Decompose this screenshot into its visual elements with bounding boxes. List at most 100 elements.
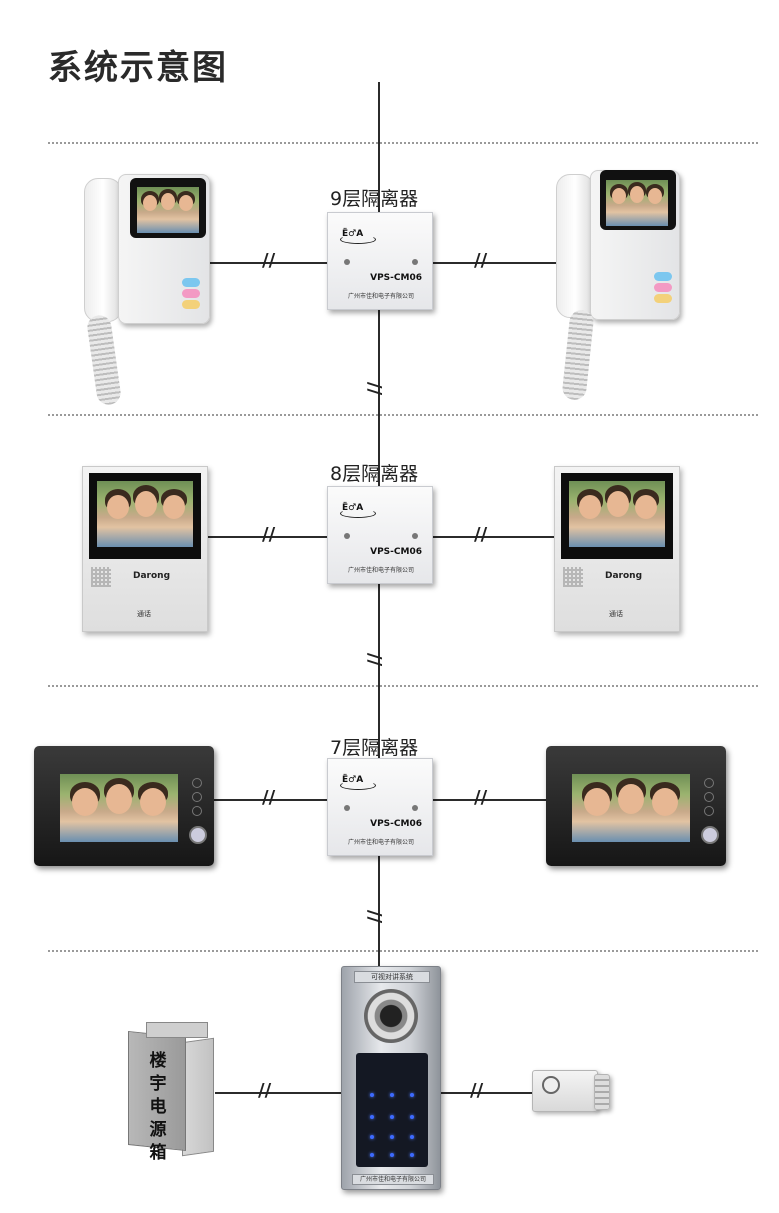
wire-7-left: [214, 799, 328, 801]
wire-9-left: [208, 262, 328, 264]
keypad-key: [370, 1093, 374, 1097]
screw-icon: [344, 805, 350, 811]
keypad-key: [370, 1153, 374, 1157]
monitor-button: [182, 289, 200, 298]
handset-icon: [556, 174, 594, 318]
lock-bolt: [594, 1074, 610, 1110]
isolator-8-label: 8层隔离器: [330, 463, 419, 485]
lock-body: [532, 1070, 598, 1112]
wire-break-mark: //: [474, 524, 488, 545]
floor-separator-8-7: [48, 685, 758, 687]
control-button: [704, 778, 714, 788]
speaker-grill: [563, 567, 583, 587]
isolator-logo: Ë♂A: [339, 229, 377, 244]
wire-break-mark: //: [258, 1080, 272, 1101]
brand-name: Darong: [605, 571, 643, 581]
white-monitor-left: Darong 通话: [82, 466, 208, 632]
power-box-lid: [146, 1022, 208, 1038]
floor-separator-9-8: [48, 414, 758, 416]
wire-break-mark: //: [474, 787, 488, 808]
control-button: [192, 778, 202, 788]
talk-button: [654, 272, 672, 281]
isolator-model: VPS-CM06: [370, 273, 422, 283]
isolator-maker: 广州市佳和电子有限公司: [348, 567, 415, 574]
wire-7-right: [432, 799, 546, 801]
black-monitor-right: [546, 746, 726, 866]
brand-name: Darong: [133, 571, 171, 581]
wire-ground-right: [437, 1092, 533, 1094]
control-button: [704, 806, 714, 816]
control-button: [192, 806, 202, 816]
black-monitor-left: [34, 746, 214, 866]
screw-icon: [344, 533, 350, 539]
power-box-label: 楼宇电源箱: [149, 1051, 167, 1163]
keypad-key: [370, 1135, 374, 1139]
coiled-cord-icon: [85, 313, 123, 407]
white-monitor-right: Darong 通话: [554, 466, 680, 632]
isolator-logo: Ë♂A: [339, 503, 377, 518]
coiled-cord-icon: [561, 308, 595, 402]
family-photo: [569, 481, 665, 547]
screw-icon: [412, 533, 418, 539]
wire-ground-left: [215, 1092, 343, 1094]
unlock-button: [654, 294, 672, 303]
family-photo: [572, 774, 690, 842]
control-button: [192, 792, 202, 802]
isolator-7: Ë♂A VPS-CM06 广州市佳和电子有限公司: [327, 758, 433, 856]
isolator-model: VPS-CM06: [370, 547, 422, 557]
family-photo: [97, 481, 193, 547]
door-station: 可视对讲系统 广州市佳和电子有限公司: [341, 966, 441, 1190]
screw-icon: [412, 259, 418, 265]
isolator-7-label: 7层隔离器: [330, 737, 419, 759]
isolator-maker: 广州市佳和电子有限公司: [348, 839, 415, 846]
control-button: [704, 792, 714, 802]
speaker-grill: [91, 567, 111, 587]
wire-9-right: [432, 262, 556, 264]
door-station-title: 可视对讲系统: [354, 971, 430, 983]
keypad-key: [390, 1093, 394, 1097]
wire-break-mark: //: [262, 250, 276, 271]
unlock-button: [182, 300, 200, 309]
floor-separator-7-ground: [48, 950, 758, 952]
isolator-8: Ë♂A VPS-CM06 广州市佳和电子有限公司: [327, 486, 433, 584]
screw-icon: [412, 805, 418, 811]
call-button-label: 通话: [609, 610, 623, 618]
screw-icon: [344, 259, 350, 265]
keypad-key: [410, 1093, 414, 1097]
unlock-knob-icon: [701, 826, 719, 844]
lock-cylinder-icon: [542, 1076, 560, 1094]
call-button-label: 通话: [137, 610, 151, 618]
wire-break-mark: //: [364, 909, 386, 924]
wire-break-mark: //: [364, 381, 386, 396]
wire-break-mark: //: [474, 250, 488, 271]
keypad-key: [410, 1135, 414, 1139]
door-station-maker: 广州市佳和电子有限公司: [352, 1174, 434, 1185]
camera-icon: [364, 989, 418, 1043]
keypad-key: [390, 1153, 394, 1157]
power-box-side: [182, 1037, 214, 1157]
unlock-knob-icon: [189, 826, 207, 844]
monitor-button: [654, 283, 672, 292]
keypad-key: [390, 1115, 394, 1119]
keypad: [356, 1053, 428, 1167]
page-title: 系统示意图: [48, 48, 228, 88]
keypad-key: [370, 1115, 374, 1119]
wire-8-left: [206, 536, 328, 538]
floor-separator-top: [48, 142, 758, 144]
wire-break-mark: //: [364, 652, 386, 667]
isolator-model: VPS-CM06: [370, 819, 422, 829]
handset-icon: [84, 178, 122, 322]
family-photo: [60, 774, 178, 842]
wire-8-right: [432, 536, 556, 538]
isolator-maker: 广州市佳和电子有限公司: [348, 293, 415, 300]
wire-break-mark: //: [470, 1080, 484, 1101]
keypad-key: [410, 1153, 414, 1157]
isolator-logo: Ë♂A: [339, 775, 377, 790]
wire-break-mark: //: [262, 524, 276, 545]
keypad-key: [390, 1135, 394, 1139]
family-photo: [137, 187, 199, 233]
isolator-9-label: 9层隔离器: [330, 188, 419, 210]
talk-button: [182, 278, 200, 287]
keypad-key: [410, 1115, 414, 1119]
isolator-9: Ë♂A VPS-CM06 广州市佳和电子有限公司: [327, 212, 433, 310]
